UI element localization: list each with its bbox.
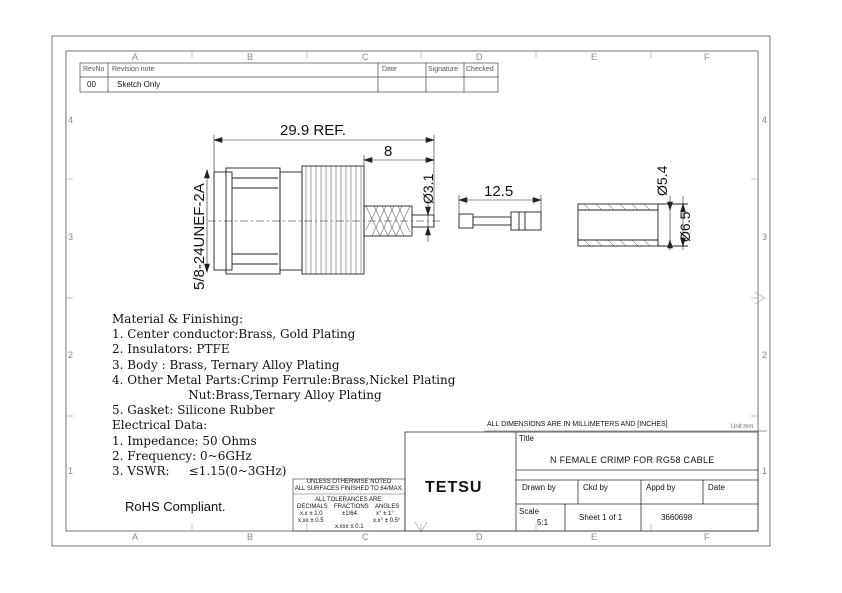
ckd-by-label: Ckd by xyxy=(583,483,608,492)
zone-col-e-bottom: E xyxy=(591,532,598,542)
centering-marks xyxy=(414,291,766,533)
rev-header-date: Date xyxy=(382,66,397,73)
tolerance-decimal-1: x.x ± 1.0 xyxy=(300,511,323,517)
material-item-1: 1. Center conductor:Brass, Gold Plating xyxy=(112,327,356,342)
tolerance-angle-2: x.x° ± 0.5° xyxy=(373,518,401,524)
company-name: TETSU xyxy=(425,479,483,496)
zone-col-b-top: B xyxy=(247,52,254,62)
appd-by-label: Appd by xyxy=(646,483,676,492)
material-item-4: 4. Other Metal Parts:Crimp Ferrule:Brass… xyxy=(112,372,456,387)
ferrule-dimensions xyxy=(667,196,686,250)
tolerance-decimals-label: DECIMALS xyxy=(297,504,328,510)
zone-row-4-left: 4 xyxy=(68,115,74,125)
tolerance-angles-label: ANGLES xyxy=(375,504,400,510)
electrical-item-3: 3. VSWR: ≤1.15(0~3GHz) xyxy=(112,464,287,479)
electrical-item-1: 1. Impedance: 50 Ohms xyxy=(112,433,257,448)
tolerance-angle-1: x° ± 1° xyxy=(376,511,394,517)
title-label: Title xyxy=(519,434,534,443)
zone-col-c-top: C xyxy=(362,52,369,62)
tolerance-fractions-label: FRACTIONS xyxy=(334,504,369,510)
zone-ticks xyxy=(66,51,758,531)
zone-col-c-bottom: C xyxy=(362,532,369,542)
notes-block: Material & Finishing: 1. Center conducto… xyxy=(112,312,455,479)
outer-border xyxy=(51,35,771,547)
scale-value: 5:1 xyxy=(537,518,549,527)
material-item-4-cont: Nut:Brass,Ternary Alloy Plating xyxy=(112,388,382,403)
zone-col-b-bottom: B xyxy=(247,532,254,542)
tolerance-line-1: UNLESS OTHERWISE NOTED xyxy=(306,479,392,485)
zone-col-f-bottom: F xyxy=(704,532,710,542)
dim-ferrule-outer: Ø6.5 xyxy=(677,211,693,242)
dim-contact-length: 12.5 xyxy=(484,183,514,200)
dim-crimp-length: 8 xyxy=(384,143,393,160)
dim-ferrule-inner: Ø5.4 xyxy=(654,165,670,196)
unit-label: Unit:mm xyxy=(731,424,754,430)
zone-row-2-left: 2 xyxy=(68,350,74,360)
zone-col-a-bottom: A xyxy=(132,532,139,542)
zone-row-4-right: 4 xyxy=(762,115,768,125)
zone-col-d-bottom: D xyxy=(476,532,483,542)
revision-table-grid xyxy=(79,62,499,93)
dim-thread: 5/8-24UNEF-2A xyxy=(191,183,208,290)
scale-label: Scale xyxy=(519,507,540,516)
rev-header-signature: Signature xyxy=(428,66,458,73)
tolerance-decimal-3: x.xxx ± 0.1 xyxy=(335,524,364,530)
knurl-hatching xyxy=(305,166,362,274)
ferrule-view xyxy=(577,203,688,247)
part-number: 3660698 xyxy=(661,513,693,522)
rev-row-note: Sketch Only xyxy=(117,80,161,89)
zone-row-1-left: 1 xyxy=(68,466,74,476)
dim-pin-diameter: Ø3.1 xyxy=(420,173,436,204)
zone-col-d-top: D xyxy=(476,52,483,62)
tolerance-line-2: ALL SURFACES FINISHED TO 64/MAX. xyxy=(294,486,404,492)
connector-side-view xyxy=(208,165,440,275)
contact-pin-view xyxy=(458,211,542,231)
dimensions-note: ALL DIMENSIONS ARE IN MILLIMETERS AND [I… xyxy=(487,421,668,428)
drawing-title: N FEMALE CRIMP FOR RG58 CABLE xyxy=(550,455,715,465)
title-block-grid xyxy=(292,430,767,532)
zone-col-f-top: F xyxy=(704,52,710,62)
rev-header-checked: Checked xyxy=(466,66,494,73)
rev-header-note: Revision note xyxy=(112,66,155,73)
dim-overall-length: 29.9 REF. xyxy=(280,122,346,139)
rev-header-no: RevNo xyxy=(83,66,105,73)
material-item-5: 5. Gasket: Silicone Rubber xyxy=(112,403,275,418)
contact-dimension xyxy=(457,195,543,214)
dimension-lines xyxy=(204,135,436,274)
tolerance-line-3: ALL TOLERANCES ARE: xyxy=(315,497,383,503)
sheet-number: Sheet 1 of 1 xyxy=(579,513,623,522)
material-item-2: 2. Insulators: PTFE xyxy=(112,342,230,357)
electrical-heading: Electrical Data: xyxy=(112,418,208,433)
electrical-item-2: 2. Frequency: 0~6GHz xyxy=(112,448,252,463)
tolerance-decimal-2: x.xx ± 0.5 xyxy=(298,518,324,524)
rohs-statement: RoHS Compliant. xyxy=(125,499,226,514)
tolerance-fraction: ±1/64 xyxy=(342,511,357,517)
date-label: Date xyxy=(708,483,725,492)
zone-row-2-right: 2 xyxy=(762,350,768,360)
zone-col-a-top: A xyxy=(132,52,139,62)
ferrule-crosshatch xyxy=(365,205,411,237)
material-heading: Material & Finishing: xyxy=(112,312,244,326)
material-item-3: 3. Body : Brass, Ternary Alloy Plating xyxy=(112,357,340,372)
zone-row-3-right: 3 xyxy=(762,232,768,242)
ferrule-hatching xyxy=(583,203,651,247)
zone-col-e-top: E xyxy=(591,52,598,62)
rev-row-no: 00 xyxy=(87,80,96,89)
drawn-by-label: Drawn by xyxy=(522,483,556,492)
zone-row-1-right: 1 xyxy=(762,466,768,476)
zone-row-3-left: 3 xyxy=(68,232,74,242)
